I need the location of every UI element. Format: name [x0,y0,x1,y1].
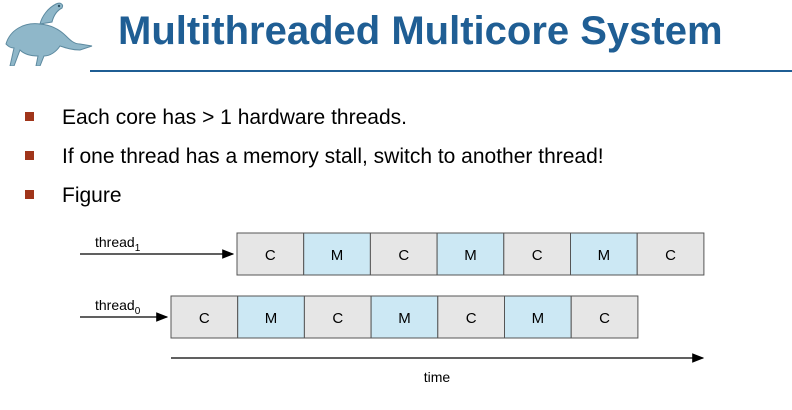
cell-label: C [466,310,477,327]
memory-stall-cell [504,295,572,339]
compute-cell [570,295,639,339]
dinosaur-logo-icon [5,2,93,66]
cell-label: M [598,247,611,264]
cell-label: M [464,247,477,264]
bullet-text: If one thread has a memory stall, switch… [62,145,604,168]
cell-label: M [331,247,344,264]
bullet-marker [25,190,34,199]
cell-label: M [532,310,545,327]
cell-label: C [665,247,676,264]
cell-label: C [398,247,409,264]
memory-stall-cell [370,295,439,339]
compute-cell [636,232,705,276]
memory-stall-cell [436,232,505,276]
thread-label: thread0 [95,297,141,317]
bullet-text: Each core has > 1 hardware threads. [62,106,407,129]
cell-label: C [265,247,276,264]
bullet-marker [25,112,34,121]
cell-label: C [332,310,343,327]
cell-label: C [599,310,610,327]
cell-label: M [398,310,411,327]
bullet-text: Figure [62,184,122,207]
compute-cell [437,295,505,339]
bullet-item: Figure [0,178,792,214]
time-axis-label: time [424,369,451,385]
cell-label: C [532,247,543,264]
memory-stall-cell [237,295,305,339]
cell-label: M [265,310,278,327]
bullet-item: If one thread has a memory stall, switch… [0,139,792,175]
compute-cell [369,232,438,276]
bullet-marker [25,151,34,160]
slide-title: Multithreaded Multicore System [118,9,723,53]
cell-label: C [199,310,210,327]
title-divider [90,70,792,72]
thread-label: thread1 [95,234,141,254]
memory-stall-cell [303,232,371,276]
compute-cell [236,232,305,276]
compute-cell [303,295,372,339]
bullet-item: Each core has > 1 hardware threads. [0,100,792,136]
